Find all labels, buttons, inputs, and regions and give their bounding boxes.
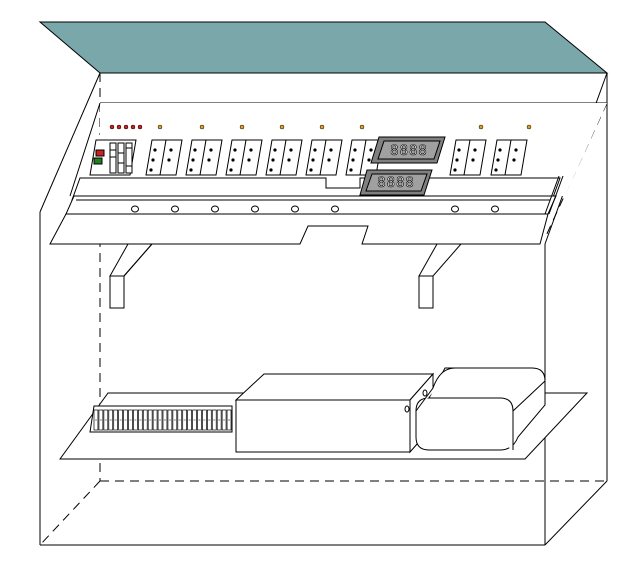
indicator-led [116,124,122,130]
rail-screw [211,205,219,213]
rail-screw [331,205,339,213]
indicator-led [526,124,532,130]
indicator-led [239,124,245,130]
cabinet-lid [38,21,609,74]
indicator-led [478,124,484,130]
rail-screw [131,205,139,213]
display-bottom-readout: 8888 [377,175,415,191]
support-brackets [109,243,463,309]
rail-screw [291,205,299,213]
plugin-module [225,139,263,176]
indicator-led-row [109,124,532,130]
display-top-readout: 8888 [390,143,428,159]
indicator-led [359,124,365,130]
plugin-module [265,139,303,176]
indicator-led [130,124,136,130]
status-led-green [93,157,103,165]
indicator-led [123,124,129,130]
front-shelf [49,213,549,245]
transformer [415,367,546,451]
plugin-module [145,139,183,176]
digital-display-top: 8888 [370,136,446,164]
plugin-module [490,139,528,176]
control-module [89,139,137,176]
plugin-module [305,139,343,176]
indicator-led [199,124,205,130]
indicator-led [109,124,115,130]
plugin-module [449,139,487,176]
digital-display-bottom: 8888 [359,169,433,196]
plugin-modules [145,139,528,176]
indicator-led [319,124,325,130]
terminal-block [89,405,233,433]
rail-screw [451,205,459,213]
rail-screw [171,205,179,213]
indicator-led [157,124,163,130]
rail-screw [491,205,499,213]
indicator-led [279,124,285,130]
rail-screws [131,205,499,213]
bracket-left [109,243,154,309]
rail-screw [251,205,259,213]
status-led-red [95,149,105,157]
power-supply-box [234,372,435,454]
mounting-rail [65,175,564,215]
indicator-led [137,124,143,130]
bracket-right [418,243,463,309]
panel-left-edge [69,102,101,197]
plugin-module [185,139,223,176]
